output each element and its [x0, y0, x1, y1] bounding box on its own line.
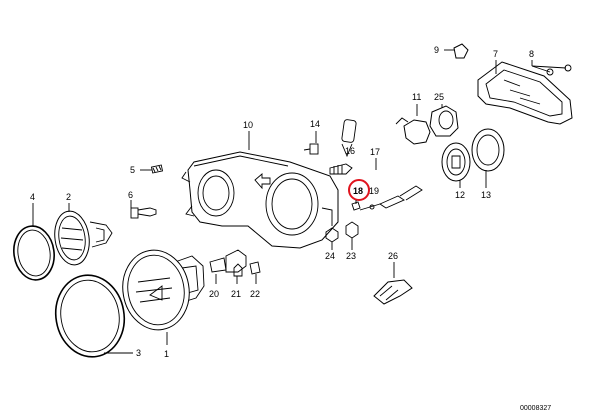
- part-4-ring: [13, 203, 55, 281]
- part-5-screw: [140, 164, 164, 174]
- part-14-bolt: [303, 131, 319, 155]
- part-20-bulb: [209, 249, 247, 284]
- label-part-5: 5: [130, 165, 135, 175]
- part-2-small-headlamp: [54, 203, 113, 266]
- part-17-screw: [329, 158, 377, 175]
- part-22-wedge-bulb: [249, 261, 261, 284]
- label-part-25: 25: [434, 92, 444, 102]
- part-1-main-headlamp: [122, 249, 205, 345]
- part-3-trim-ring: [54, 274, 133, 358]
- part-26-connector: [373, 262, 413, 305]
- label-part-26: 26: [388, 251, 398, 261]
- label-part-17: 17: [370, 147, 380, 157]
- label-part-23: 23: [346, 251, 356, 261]
- part-11-socket: [395, 104, 431, 145]
- part-21-small-bulb: [233, 263, 243, 284]
- part-24-nut: [325, 227, 339, 250]
- label-part-2: 2: [66, 192, 71, 202]
- label-part-3: 3: [136, 348, 141, 358]
- label-part-10: 10: [243, 120, 253, 130]
- part-18-highlight-circle: [348, 179, 370, 201]
- part-23-clip: [345, 221, 359, 250]
- label-part-6: 6: [128, 190, 133, 200]
- part-10-housing-frame: [181, 131, 339, 249]
- label-part-21: 21: [231, 289, 241, 299]
- label-part-4: 4: [30, 192, 35, 202]
- part-25-bulb-holder: [429, 104, 459, 137]
- label-part-13: 13: [481, 190, 491, 200]
- part-8-screws: [531, 60, 572, 76]
- part-7-housing-cover: [477, 60, 573, 125]
- part-18-screw: [348, 179, 370, 211]
- label-part-16: 16: [345, 146, 355, 156]
- label-part-9: 9: [434, 45, 439, 55]
- label-part-7: 7: [493, 49, 498, 59]
- part-labels: 1 2 3 4 5 6 7 8 9 10 11 12 13 14 16 17 1…: [30, 45, 534, 359]
- label-part-20: 20: [209, 289, 219, 299]
- label-part-8: 8: [529, 49, 534, 59]
- part-12-socket-disc: [441, 142, 471, 188]
- part-9-clip: [444, 43, 469, 59]
- label-part-22: 22: [250, 289, 260, 299]
- label-part-24: 24: [325, 251, 335, 261]
- part-13-cap: [471, 128, 505, 188]
- label-part-1: 1: [164, 349, 169, 359]
- part-16-sleeve: [341, 119, 357, 158]
- part-6-adjuster: [130, 200, 157, 219]
- label-part-18: 18: [353, 186, 363, 196]
- label-part-19: 19: [369, 186, 379, 196]
- label-part-11: 11: [412, 92, 421, 102]
- label-part-14: 14: [310, 119, 320, 129]
- catalog-number: 00008327: [520, 405, 551, 412]
- part-19-pin: [359, 185, 423, 211]
- label-part-12: 12: [455, 190, 465, 200]
